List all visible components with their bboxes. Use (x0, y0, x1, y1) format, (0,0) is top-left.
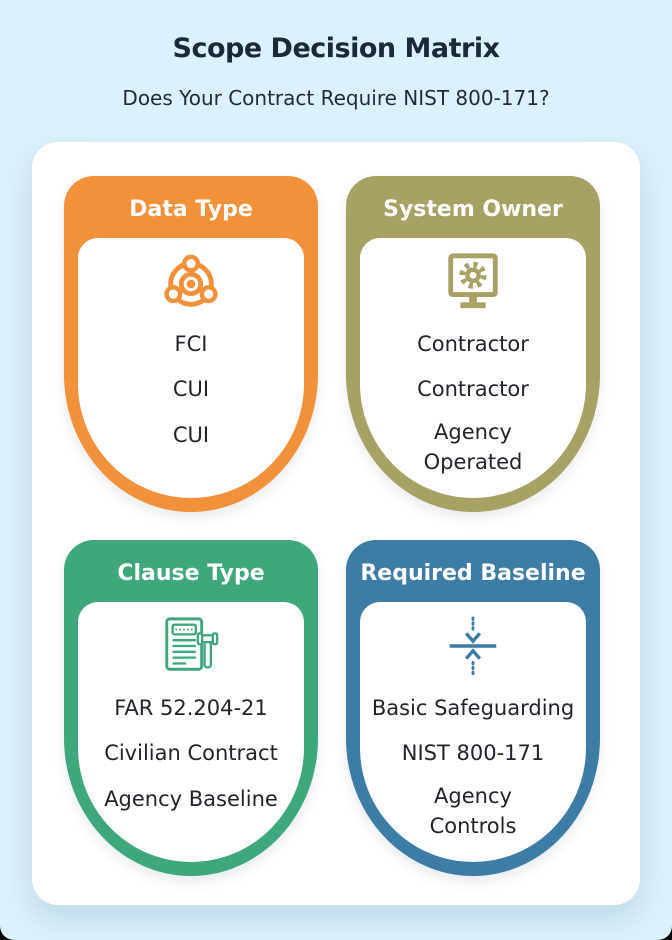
card-item: Agency Operated (423, 419, 523, 475)
card-required-baseline: Required Baseline Basic Safeguarding NIS… (346, 540, 600, 876)
card-clause-type-title: Clause Type (117, 560, 265, 586)
card-data-type-body: FCI CUI CUI (78, 238, 304, 498)
card-data-type-title: Data Type (129, 196, 253, 222)
card-required-baseline-body: Basic Safeguarding NIST 800-171 Agency C… (360, 602, 586, 862)
card-clause-type: Clause Type (64, 540, 318, 876)
card-item: CUI (172, 422, 210, 447)
card-required-baseline-title: Required Baseline (360, 560, 586, 586)
card-item: Agency Controls (429, 783, 517, 839)
page-header: Scope Decision Matrix Does Your Contract… (0, 0, 672, 110)
card-system-owner-body: Contractor Contractor Agency Operated (360, 238, 586, 498)
card-item: Basic Safeguarding (371, 696, 575, 720)
card-item: FAR 52.204-21 (114, 696, 268, 720)
page-title: Scope Decision Matrix (172, 33, 501, 64)
card-item: Civilian Contract (104, 741, 278, 766)
matrix-panel: Data Type FCI CUI CUI (32, 142, 640, 905)
card-data-type: Data Type FCI CUI CUI (64, 176, 318, 512)
card-item: Contractor (417, 332, 529, 356)
monitor-gear-icon (442, 250, 504, 314)
page-subtitle: Does Your Contract Require NIST 800-171? (122, 86, 550, 110)
card-item: Contractor (417, 377, 529, 402)
converging-arrows-icon (442, 614, 504, 678)
document-gavel-icon (160, 614, 222, 678)
card-item: NIST 800-171 (401, 741, 545, 766)
network-nodes-icon (160, 250, 222, 314)
card-system-owner: System Owner Contractor Contracto (346, 176, 600, 512)
card-system-owner-title: System Owner (383, 196, 563, 222)
card-clause-type-body: FAR 52.204-21 Civilian Contract Agency B… (78, 602, 304, 862)
card-item: FCI (174, 332, 208, 356)
card-item: Agency Baseline (104, 786, 278, 811)
card-item: CUI (172, 377, 210, 402)
card-grid: Data Type FCI CUI CUI (32, 142, 640, 905)
